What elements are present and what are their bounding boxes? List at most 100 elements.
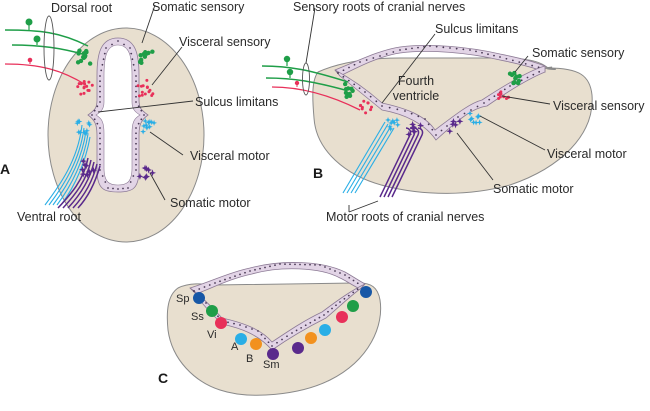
ganglion-cell-b1 (283, 55, 291, 63)
ependymal-nucleus (137, 122, 140, 125)
label-ventral-root: Ventral root (17, 210, 81, 224)
ependymal-nucleus (379, 55, 381, 57)
ependymal-nucleus (99, 142, 101, 145)
ependymal-nucleus (343, 297, 346, 300)
visceral-sensory-cell (369, 108, 373, 112)
ependymal-nucleus (99, 158, 101, 161)
label-column-vi: Vi (207, 329, 217, 341)
visceral-motor-cell (467, 110, 474, 117)
central-canal (95, 44, 141, 186)
visceral-sensory-cell (82, 85, 86, 89)
column-b-right (305, 332, 317, 344)
ependymal-nucleus (99, 101, 101, 103)
somatic-motor-cell (136, 172, 144, 180)
ependymal-nucleus (299, 263, 301, 266)
ependymal-nucleus (112, 187, 114, 190)
ependymal-nucleus (537, 66, 540, 69)
label-fourth-ventricle-1: Fourth (398, 74, 434, 88)
somatic-sensory-cell (350, 88, 355, 93)
ependymal-nucleus (93, 109, 96, 112)
ependymal-nucleus (339, 301, 341, 303)
somatic-motor-cell (79, 157, 87, 165)
ependymal-nucleus (431, 128, 434, 131)
ependymal-nucleus (104, 181, 107, 183)
ependymal-nucleus (233, 322, 235, 325)
ependymal-nucleus (505, 57, 508, 60)
ependymal-nucleus (289, 263, 291, 266)
ependymal-nucleus (135, 80, 137, 83)
ependymal-nucleus (335, 304, 337, 307)
label-sulcus-limitans-b: Sulcus limitans (435, 22, 518, 36)
somatic-sensory-cell (141, 51, 147, 57)
ganglion-cell-2 (33, 35, 41, 43)
label-dorsal-root: Dorsal root (51, 1, 113, 15)
ependymal-nucleus (327, 310, 329, 313)
somatic-motor-axon (57, 157, 89, 209)
somatic-motor-axon (62, 159, 92, 209)
ependymal-nucleus (455, 47, 458, 50)
ependymal-nucleus (469, 49, 471, 51)
ependymal-nucleus (481, 51, 483, 54)
somatic-motor-cell (410, 123, 418, 131)
ependymal-nucleus (300, 326, 303, 329)
ependymal-nucleus (352, 279, 355, 282)
column-sp-right (360, 286, 372, 298)
visceral-motor-axon (44, 124, 83, 206)
visceral-motor-cell (467, 116, 474, 123)
somatic-motor-cell (142, 165, 150, 173)
ependymal-nucleus (388, 106, 391, 109)
ependymal-nucleus (365, 59, 368, 61)
ependymal-nucleus (279, 263, 281, 265)
ependymal-nucleus (396, 108, 399, 111)
somatic-sensory-cell (342, 81, 348, 87)
ependymal-nucleus (269, 265, 271, 268)
ventral-root-fibers (44, 124, 101, 209)
ependymal-nucleus (271, 345, 273, 347)
somatic-motor-axon (387, 127, 420, 198)
ependymal-nucleus (135, 137, 137, 140)
ependymal-nucleus (470, 109, 472, 111)
ependymal-nucleus (135, 90, 137, 93)
visceral-sensory-cell (143, 92, 147, 96)
visceral-motor-cell (81, 129, 88, 136)
visceral-motor-cell (83, 130, 90, 137)
ependymal-nucleus (276, 341, 278, 344)
ependymal-nucleus (342, 75, 345, 78)
ependymal-nucleus (405, 48, 407, 51)
ependymal-nucleus (129, 181, 132, 183)
ependymal-nucleus (245, 326, 247, 328)
ependymal-nucleus (135, 95, 137, 98)
ependymal-nucleus (313, 319, 316, 322)
somatic-sensory-cell (515, 80, 521, 86)
visceral-sensory-cell (147, 90, 151, 94)
ependymal-nucleus (520, 79, 523, 82)
ependymal-nucleus (462, 48, 465, 51)
ependymal-nucleus (129, 47, 131, 49)
ependymal-nucleus (372, 57, 375, 59)
nuclear-columns (193, 286, 372, 360)
ependymal-nucleus (524, 62, 527, 65)
panel-c: Sp Ss Vi A B Sm C (158, 262, 382, 396)
visceral-sensory-cell (90, 83, 94, 87)
somatic-motor-cell (417, 121, 425, 129)
ependymal-nucleus (127, 187, 129, 189)
label-column-a: A (231, 341, 239, 353)
ependymal-nucleus (411, 47, 413, 50)
visceral-sensory-cell (362, 99, 366, 103)
visceral-motor-cell (468, 115, 475, 122)
visceral-motor-cell (385, 116, 392, 123)
visceral-motor-cell (151, 119, 158, 126)
ependymal-nucleus (102, 58, 105, 61)
ependymal-nucleus (309, 263, 311, 266)
label-visceral-motor-b: Visceral motor (547, 147, 627, 161)
ependymal-nucleus (107, 187, 109, 189)
ependymal-nucleus (511, 59, 514, 62)
column-a-left (235, 333, 247, 345)
ependymal-nucleus (103, 52, 106, 55)
ependymal-nucleus (251, 328, 253, 330)
ependymal-nucleus (385, 53, 388, 55)
ependymal-nucleus (267, 341, 270, 344)
ependymal-nucleus (417, 115, 420, 118)
visceral-motor-cell (143, 122, 150, 129)
somatic-motor-cell (85, 168, 93, 176)
